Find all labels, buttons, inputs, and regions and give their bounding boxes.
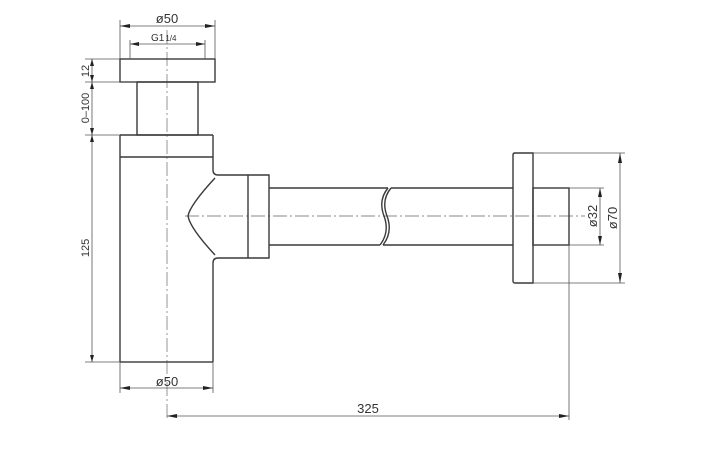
label-flange-diameter: ø70: [605, 207, 620, 229]
label-top-diameter: ø50: [156, 11, 178, 26]
dim-left-stack: 12 0–100 125: [80, 58, 137, 363]
label-cap-height: 12: [80, 65, 92, 77]
label-adjust-range: 0–100: [80, 93, 92, 124]
label-total-length: 325: [357, 401, 379, 416]
dim-flange-diameter: ø70: [533, 152, 625, 284]
dim-thread: G11/4: [129, 33, 206, 59]
dim-bottom-diameter: ø50: [119, 361, 214, 393]
label-thread-fraction: 1/4: [165, 34, 177, 43]
dim-top-diameter: ø50: [119, 11, 216, 59]
wall-flange: [512, 152, 534, 284]
trap-body: [119, 134, 270, 363]
label-body-height: 125: [80, 239, 92, 257]
dim-pipe-diameter: ø32: [569, 187, 604, 246]
label-bottom-diameter: ø50: [156, 374, 178, 389]
outlet-pipe: [269, 187, 513, 246]
dim-total-length: 325: [167, 245, 570, 420]
svg-text:G11/4: G11/4: [151, 33, 177, 44]
top-cap: [119, 58, 216, 83]
label-thread-main: G1: [151, 33, 165, 44]
wall-socket: [532, 187, 570, 246]
extension-tube: [136, 81, 199, 136]
label-pipe-diameter: ø32: [585, 205, 600, 227]
